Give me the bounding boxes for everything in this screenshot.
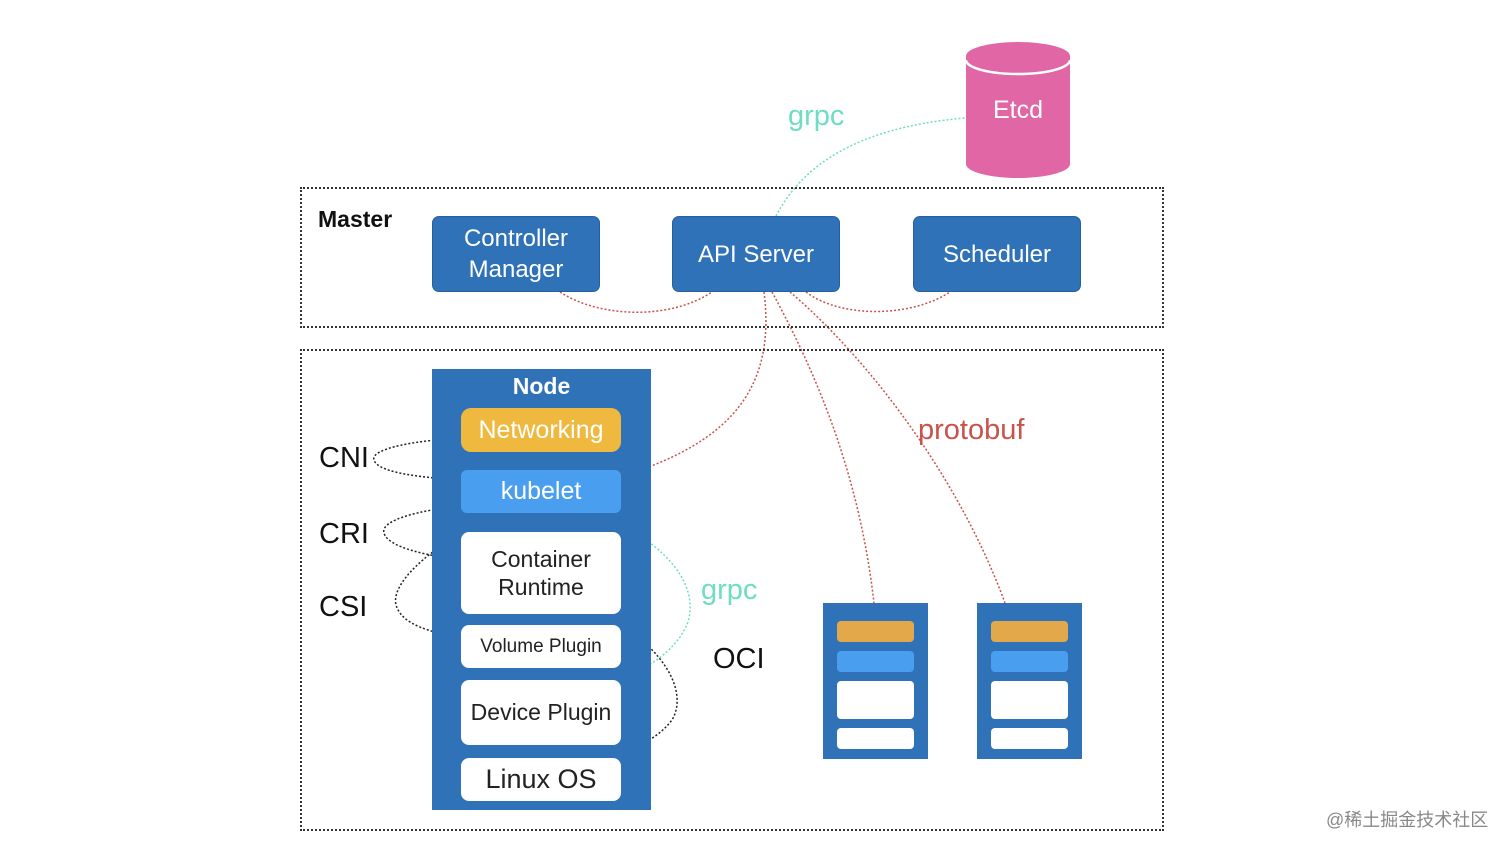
- master-region: [300, 187, 1164, 328]
- mini-node-2-networking: [991, 621, 1068, 642]
- mini-node-1[interactable]: [823, 603, 928, 759]
- mini-node-2-os: [991, 728, 1068, 749]
- protobuf-link-server-2: [789, 291, 1006, 604]
- volume-plugin-label: Volume Plugin: [480, 635, 602, 657]
- grpc-label-node: grpc: [701, 574, 758, 606]
- networking-box[interactable]: Networking: [461, 408, 621, 452]
- container-runtime-label-line1: Container: [491, 546, 591, 572]
- controller-manager-label-line1: Controller: [463, 225, 569, 252]
- protobuf-link-server-1: [771, 291, 875, 604]
- mini-node-1-kubelet: [837, 651, 914, 672]
- master-label: Master: [318, 206, 393, 232]
- scheduler-box[interactable]: Scheduler: [913, 216, 1081, 292]
- protobuf-label: protobuf: [918, 414, 1025, 446]
- grpc-link-etcd: [775, 117, 966, 217]
- watermark: @稀土掘金技术社区: [1326, 810, 1489, 830]
- etcd-cylinder[interactable]: [964, 40, 1072, 180]
- api-server-box[interactable]: API Server: [672, 216, 840, 292]
- mini-node-1-runtime: [837, 681, 914, 719]
- mini-node-2-runtime: [991, 681, 1068, 719]
- node-label: Node: [512, 373, 571, 399]
- kubelet-label: kubelet: [500, 477, 582, 505]
- cri-loop: [383, 505, 463, 561]
- volume-plugin-box[interactable]: Volume Plugin: [461, 625, 621, 668]
- controller-manager-label-line2: Manager: [468, 256, 564, 283]
- container-runtime-label-line2: Runtime: [498, 574, 584, 600]
- device-plugin-label: Device Plugin: [470, 699, 612, 725]
- networking-label: Networking: [478, 415, 604, 444]
- protobuf-link-kubelet: [621, 291, 767, 477]
- grpc-label-top: grpc: [788, 100, 845, 132]
- linux-os-label: Linux OS: [485, 764, 597, 794]
- protobuf-link-scheduler: [805, 291, 951, 313]
- cri-label: CRI: [319, 518, 369, 550]
- cni-loop: [373, 437, 463, 481]
- scheduler-label: Scheduler: [942, 240, 1052, 268]
- mini-node-1-networking: [837, 621, 914, 642]
- protobuf-link-controller: [559, 291, 713, 313]
- mini-node-1-os: [837, 728, 914, 749]
- etcd-label: Etcd: [992, 96, 1044, 124]
- csi-label: CSI: [319, 591, 368, 623]
- cni-label: CNI: [319, 442, 369, 474]
- device-plugin-box[interactable]: Device Plugin: [461, 680, 621, 745]
- mini-node-2-kubelet: [991, 651, 1068, 672]
- node-region: [300, 349, 1164, 831]
- controller-manager-box[interactable]: Controller Manager: [432, 216, 600, 292]
- kubelet-box[interactable]: kubelet: [461, 470, 621, 513]
- linux-os-box[interactable]: Linux OS: [461, 758, 621, 801]
- mini-node-2[interactable]: [977, 603, 1082, 759]
- oci-label: OCI: [713, 643, 765, 675]
- container-runtime-box[interactable]: Container Runtime: [461, 532, 621, 614]
- api-server-label: API Server: [697, 240, 815, 268]
